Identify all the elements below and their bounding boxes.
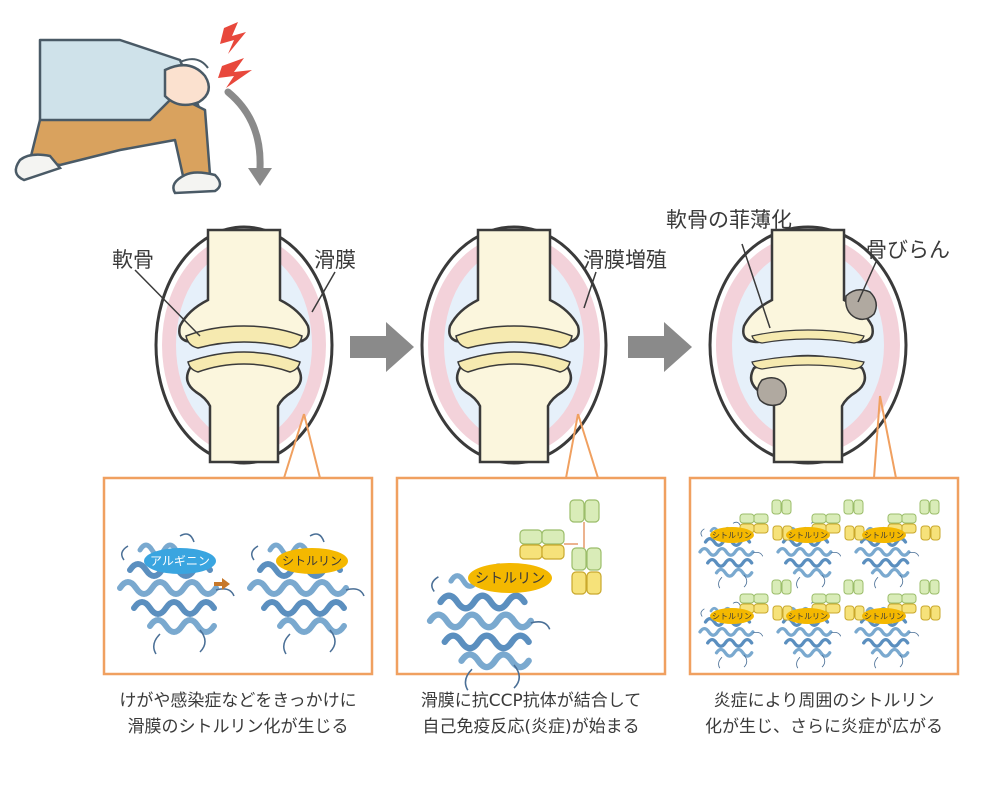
curved-arrow-icon [224, 88, 272, 186]
svg-text:シトルリン: シトルリン [712, 612, 752, 621]
joint-synovial-proliferation [420, 225, 608, 465]
joint-normal [134, 225, 336, 465]
svg-text:シトルリン: シトルリン [712, 531, 752, 540]
citrulline-badge: シトルリン [710, 527, 754, 543]
arginine-badge: アルギニン [144, 548, 216, 574]
citrulline-badge: シトルリン [468, 563, 552, 593]
caption-stage2: 滑膜に抗CCP抗体が結合して 自己免疫反応(炎症)が始まる [397, 688, 665, 740]
small-arrow-icon [214, 578, 230, 590]
citrulline-badge: シトルリン [786, 608, 830, 624]
pain-lightning-icon [218, 22, 252, 88]
label-cartilage: 軟骨 [112, 248, 154, 272]
caption-stage2-line1: 滑膜に抗CCP抗体が結合して [420, 691, 642, 711]
caption-stage1-line2: 滑膜のシトルリン化が生じる [127, 717, 349, 737]
caption-stage3-line1: 炎症により周囲のシトルリン [713, 691, 935, 711]
right-arrow-icon [628, 322, 692, 372]
svg-text:シトルリン: シトルリン [282, 554, 342, 568]
citrulline-badge: シトルリン [786, 527, 830, 543]
svg-text:アルギニン: アルギニン [150, 554, 210, 568]
caption-stage1: けがや感染症などをきっかけに 滑膜のシトルリン化が生じる [104, 688, 372, 740]
caption-stage3: 炎症により周囲のシトルリン 化が生じ、さらに炎症が広がる [690, 688, 958, 740]
detail-box-stage1 [102, 476, 374, 676]
svg-text:シトルリン: シトルリン [864, 531, 904, 540]
caption-stage3-line2: 化が生じ、さらに炎症が広がる [705, 717, 943, 737]
svg-text:シトルリン: シトルリン [475, 571, 545, 587]
label-bone-erosion: 骨びらん [866, 238, 950, 262]
citrulline-badge: シトルリン [276, 548, 348, 574]
label-synovial-proliferation: 滑膜増殖 [583, 248, 667, 272]
svg-text:シトルリン: シトルリン [864, 612, 904, 621]
joint-cartilage-thinning [708, 225, 908, 465]
label-synovium: 滑膜 [314, 248, 356, 272]
label-cartilage-thinning: 軟骨の菲薄化 [666, 208, 792, 232]
caption-stage1-line1: けがや感染症などをきっかけに [119, 691, 357, 711]
svg-text:シトルリン: シトルリン [788, 531, 828, 540]
citrulline-badge: シトルリン [710, 608, 754, 624]
caption-stage2-line2: 自己免疫反応(炎症)が始まる [422, 717, 640, 737]
right-arrow-icon [350, 322, 414, 372]
citrulline-badge: シトルリン [862, 608, 906, 624]
kneeling-person-icon [14, 38, 222, 195]
zoom-connectors [283, 395, 897, 479]
svg-text:シトルリン: シトルリン [788, 612, 828, 621]
citrulline-badge: シトルリン [862, 527, 906, 543]
